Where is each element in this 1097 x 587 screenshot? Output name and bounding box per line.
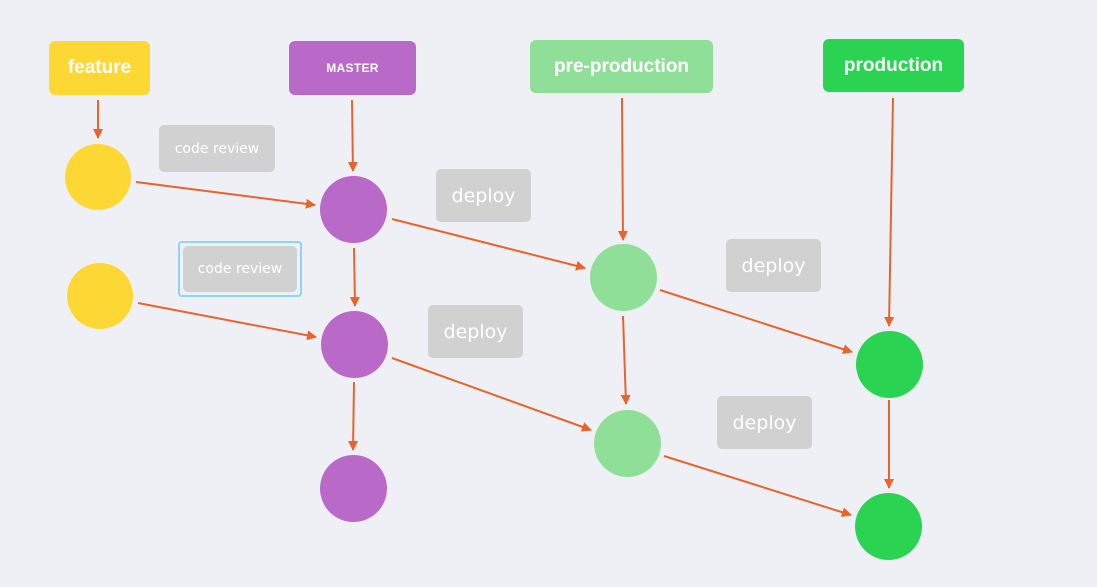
arrow-master1-to-preprod1 [391,218,586,271]
arrow-preproduction-to-node [617,97,628,241]
feature-label: feature [49,41,150,95]
deploy-note-master1[interactable]: deploy [436,169,531,222]
master-node-2[interactable] [321,311,388,378]
deploy-note-master2[interactable]: deploy [428,305,523,358]
arrow-feature2-to-master2 [137,302,317,341]
production-node-1[interactable] [856,331,923,398]
deploy-note-preprod2[interactable]: deploy [717,396,812,449]
arrow-master2-to-preprod2 [391,357,592,432]
arrow-production-to-node [884,97,895,327]
master-label: MASTER [289,41,416,95]
arrow-preprod1-to-prod1 [659,289,853,354]
production-node-2[interactable] [855,493,922,560]
preproduction-label: pre-production [530,40,713,93]
arrow-preprod1-to-preprod2 [620,315,631,405]
arrow-master1-to-master2 [349,247,360,307]
arrow-master2-to-master3 [348,381,359,451]
master-node-3[interactable] [320,455,387,522]
arrow-feature1-to-master1 [135,181,316,209]
preproduction-node-2[interactable] [594,410,661,477]
feature-node-1[interactable] [65,144,131,210]
deploy-note-preprod1[interactable]: deploy [726,239,821,292]
feature-node-2[interactable] [67,263,133,329]
master-node-1[interactable] [320,176,387,243]
arrow-preprod2-to-prod2 [663,455,852,518]
production-label: production [823,39,964,92]
code-review-note[interactable]: code review [159,125,275,172]
arrow-master-to-node [347,99,358,172]
selection-frame [178,241,302,297]
preproduction-node-1[interactable] [590,244,657,311]
code-review-note-selected[interactable]: code review [183,246,297,292]
